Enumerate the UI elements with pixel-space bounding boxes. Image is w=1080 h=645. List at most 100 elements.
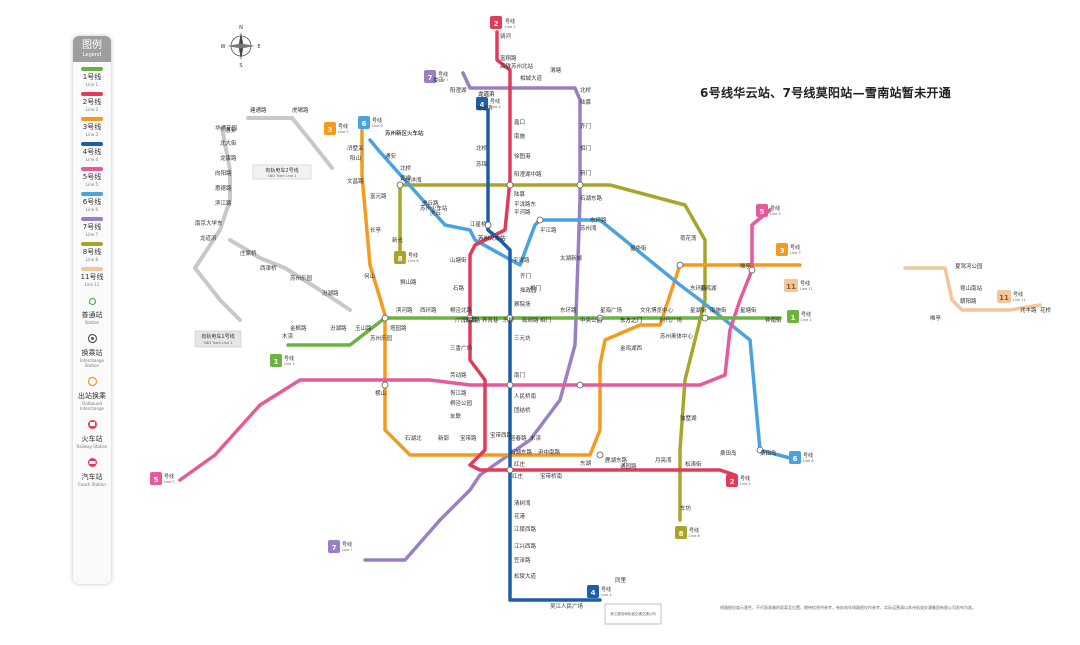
- station-label-line7[interactable]: 龙道浜: [478, 90, 495, 98]
- station-label-line4[interactable]: 平泷路: [513, 256, 530, 264]
- station-label-line6[interactable]: 齐门: [520, 272, 531, 280]
- station-label-line3[interactable]: 阳山: [350, 154, 361, 162]
- station-label-line8[interactable]: 相门: [530, 284, 541, 292]
- station-label-line4[interactable]: 三元坊: [514, 334, 531, 342]
- station-label-line4[interactable]: 同里: [615, 577, 627, 584]
- station-label-line2[interactable]: 平泷路东: [514, 200, 537, 208]
- station-label-line8[interactable]: 荷花荡: [680, 234, 697, 242]
- station-label-tram[interactable]: 滨江路: [215, 199, 232, 207]
- station-label-line7[interactable]: 相门: [580, 144, 591, 152]
- station-label-line3[interactable]: 新郭: [438, 434, 450, 442]
- station-label-line2[interactable]: 石路: [453, 284, 465, 292]
- station-label-line6[interactable]: 苏州火车站: [478, 234, 506, 242]
- station-label-line2[interactable]: 苏州火车站: [478, 234, 506, 242]
- station-label-line7[interactable]: 苏州湾: [580, 224, 597, 232]
- station-label-line6[interactable]: 平江路: [540, 226, 557, 234]
- station-label-line2[interactable]: 骑河: [500, 32, 512, 40]
- station-label-line6[interactable]: 通安: [385, 152, 397, 160]
- station-label-line6[interactable]: 白洋湾: [405, 176, 422, 184]
- station-label-line2[interactable]: 劳动路: [450, 371, 467, 379]
- station-label-line7[interactable]: 北桥: [580, 86, 592, 94]
- station-label-line1[interactable]: 玉山路: [355, 324, 372, 332]
- station-label-line1[interactable]: 东方之门: [620, 316, 642, 324]
- station-label-line3[interactable]: 横山: [375, 389, 386, 397]
- station-label-line4[interactable]: 江兴西路: [514, 542, 537, 550]
- station-label-line2[interactable]: 徐图港: [514, 152, 531, 160]
- station-label-tram[interactable]: 西津桥: [260, 264, 277, 272]
- station-label-line4[interactable]: 苏锦: [476, 160, 488, 168]
- station-label-line1[interactable]: 养育巷: [482, 316, 499, 324]
- station-label-line1[interactable]: 汾湖路: [330, 324, 347, 332]
- station-label-line8[interactable]: 北桥: [400, 164, 412, 172]
- station-label-line2[interactable]: 胥江路: [450, 389, 467, 397]
- station-label-line4[interactable]: 江星桥: [470, 220, 487, 228]
- station-label-line2[interactable]: 宝带桥南: [540, 472, 563, 480]
- station-label-line2[interactable]: 富翔路: [500, 54, 517, 62]
- station-label-line4[interactable]: 蠡口: [514, 118, 525, 126]
- station-label-line2[interactable]: 石湖东路: [510, 448, 533, 456]
- station-label-line8[interactable]: 独墅湖: [680, 414, 697, 422]
- station-label-line1[interactable]: 木渎: [282, 332, 294, 340]
- station-label-line2[interactable]: 桑田岛: [720, 449, 737, 457]
- station-label-tram[interactable]: 惠德路: [215, 184, 232, 192]
- station-label-line4[interactable]: 花港: [514, 512, 526, 520]
- station-label-line7[interactable]: 木渎: [530, 434, 542, 442]
- station-label-line1[interactable]: 中央公园: [580, 316, 603, 324]
- station-label-line3[interactable]: 文昌路: [347, 177, 364, 185]
- station-label-line11[interactable]: 朝阳路: [960, 297, 977, 305]
- station-label-line2[interactable]: 尹中南路: [538, 448, 561, 456]
- station-label-line3[interactable]: 迎春路: [510, 434, 527, 442]
- station-label-line4[interactable]: 南施: [514, 132, 526, 140]
- station-label-line2[interactable]: 鹿湖东路: [605, 456, 628, 464]
- station-label-line7[interactable]: 齐门: [580, 122, 591, 130]
- station-label-line3[interactable]: 金鸡湖西: [620, 344, 643, 352]
- station-label-tram[interactable]: 龙康路: [220, 154, 237, 162]
- station-label-line2[interactable]: 阳澄湖中路: [514, 170, 542, 178]
- station-label-line2[interactable]: 松涛街: [685, 460, 702, 468]
- station-label-tram[interactable]: 通安: [225, 126, 237, 134]
- station-label-line3[interactable]: 狮山路: [400, 278, 417, 286]
- station-label-line2[interactable]: 东湖: [580, 459, 592, 467]
- station-label-line7[interactable]: 渭塘: [550, 66, 562, 74]
- station-label-line8[interactable]: 东环路: [690, 284, 707, 292]
- station-label-line2[interactable]: 三香广场: [450, 344, 473, 352]
- station-label-line3[interactable]: 宝带路: [460, 434, 477, 442]
- station-label-tram[interactable]: 苏州乐园: [290, 274, 313, 282]
- station-label-tram[interactable]: 华通花园: [215, 124, 238, 132]
- station-label-line1[interactable]: 苏州乐园: [370, 334, 393, 342]
- station-label-line6[interactable]: 东环路: [590, 216, 607, 224]
- station-label-line3[interactable]: 苏州新区火车站: [385, 129, 424, 137]
- station-label-line3[interactable]: 何山: [364, 272, 375, 280]
- station-label-line1[interactable]: 星塘街: [740, 306, 757, 314]
- station-label-tram[interactable]: 建通路: [250, 106, 267, 114]
- station-label-line1[interactable]: 塔园路: [390, 324, 407, 332]
- station-label-line6[interactable]: 虎丘路: [422, 199, 439, 207]
- station-label-tram[interactable]: 南京大学东: [195, 219, 223, 227]
- station-label-line2[interactable]: 龙道浜: [478, 90, 495, 98]
- station-label-line11[interactable]: 昆山南站: [960, 284, 983, 292]
- station-label-line1[interactable]: 滨河路: [396, 306, 413, 314]
- station-label-tram[interactable]: 北大街: [220, 139, 237, 147]
- station-label-line1[interactable]: 乐桥: [503, 316, 515, 324]
- station-label-line2[interactable]: 山塘街: [450, 256, 467, 264]
- station-label-line4[interactable]: 笠泽路: [514, 556, 531, 564]
- station-label-line2[interactable]: 通园路: [620, 462, 637, 470]
- station-label-line11[interactable]: 花桥: [1040, 306, 1052, 314]
- station-label-line1[interactable]: 桐泾北路: [450, 306, 473, 314]
- station-label-line7[interactable]: 陆慕: [580, 98, 592, 106]
- station-label-line2[interactable]: 友联: [450, 412, 462, 420]
- station-label-line6[interactable]: 星华街: [630, 244, 647, 252]
- station-label-line8[interactable]: 车坊: [680, 504, 692, 512]
- station-label-line3[interactable]: 东方之门: [620, 316, 642, 324]
- station-label-line4[interactable]: 人民桥南: [514, 392, 537, 400]
- station-label-line11[interactable]: 兆丰路: [1020, 306, 1037, 314]
- station-label-line1[interactable]: 南施街: [710, 306, 727, 314]
- station-label-line4[interactable]: 南门: [514, 371, 525, 379]
- station-label-line7[interactable]: 太湖新城: [560, 254, 583, 262]
- station-label-line4[interactable]: 清树湾: [514, 499, 531, 507]
- station-label-line1[interactable]: 时代广场: [660, 316, 683, 324]
- station-label-line2[interactable]: 桐泾公园: [450, 399, 473, 407]
- station-label-line8[interactable]: 苏州火车站: [420, 204, 448, 212]
- station-label-line1[interactable]: 临顿路: [522, 316, 539, 324]
- station-label-tram[interactable]: 虎啸路: [292, 106, 309, 114]
